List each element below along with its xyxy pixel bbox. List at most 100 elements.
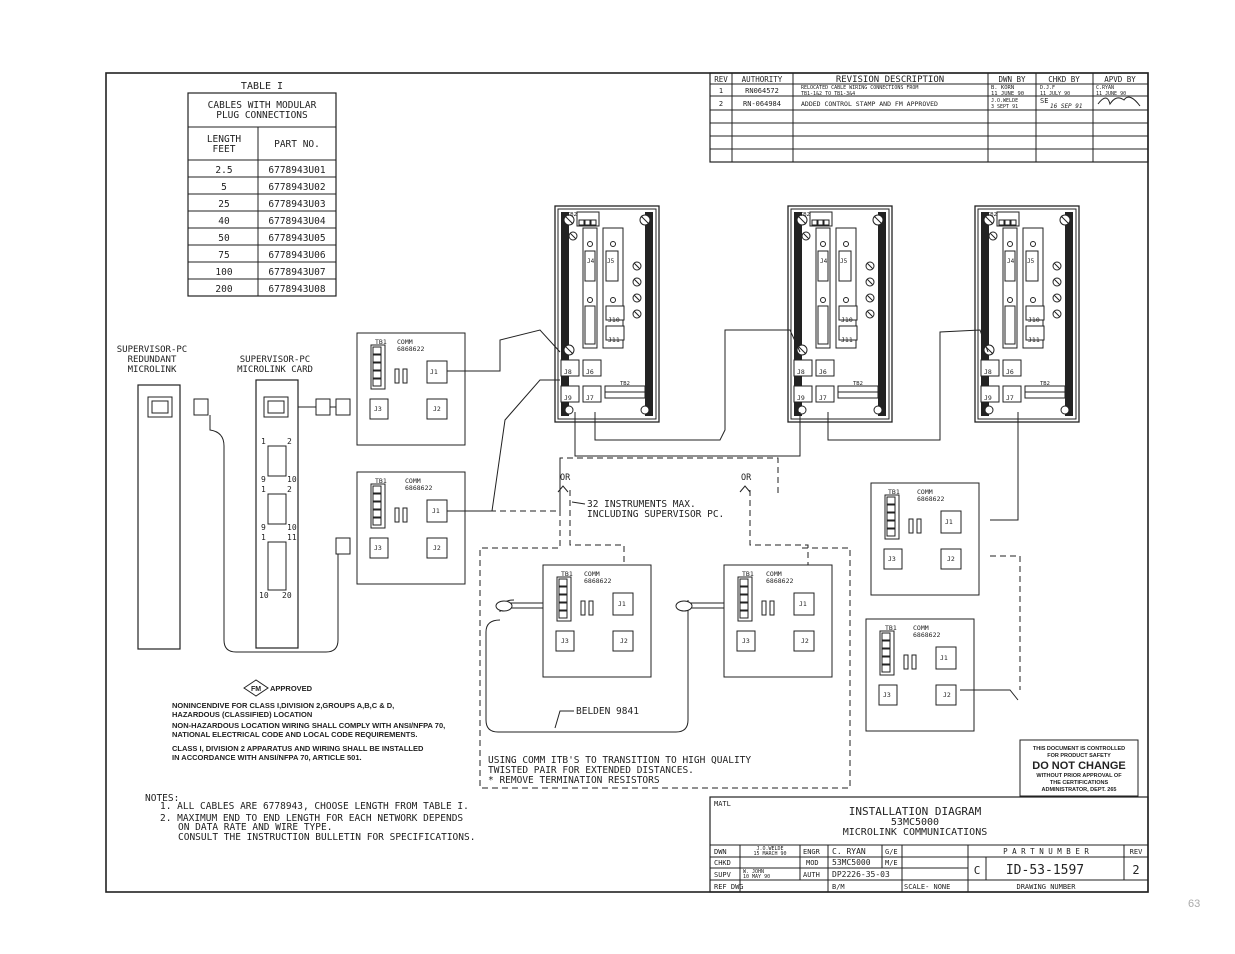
table-cell: 200 bbox=[215, 284, 232, 295]
svg-text:CONSULT THE INSTRUCTION BULLET: CONSULT THE INSTRUCTION BULLETIN FOR SPE… bbox=[178, 832, 475, 843]
svg-text:MICROLINK CARD: MICROLINK CARD bbox=[237, 365, 313, 375]
svg-text:REDUNDANT: REDUNDANT bbox=[128, 355, 177, 365]
svg-text:P A R T N U M B E R: P A R T N U M B E R bbox=[1003, 847, 1089, 856]
svg-text:J10: J10 bbox=[608, 316, 620, 324]
svg-text:APPROVED: APPROVED bbox=[270, 684, 313, 693]
svg-text:15 MARCH 90: 15 MARCH 90 bbox=[753, 851, 786, 857]
table-cell: 100 bbox=[215, 267, 232, 278]
svg-text:TB1: TB1 bbox=[885, 624, 897, 632]
leader-line bbox=[571, 501, 586, 505]
svg-text:COMM: COMM bbox=[913, 624, 929, 632]
svg-text:2: 2 bbox=[287, 485, 292, 494]
svg-text:SCALE- NONE: SCALE- NONE bbox=[904, 883, 950, 891]
svg-text:NATIONAL ELECTRICAL CODE AND L: NATIONAL ELECTRICAL CODE AND LOCAL CODE … bbox=[172, 730, 417, 739]
plug-icon bbox=[193, 398, 209, 416]
table-cell: 75 bbox=[218, 250, 229, 261]
svg-text:REF DWG: REF DWG bbox=[714, 883, 744, 891]
controller-2 bbox=[787, 205, 893, 423]
svg-text:2: 2 bbox=[287, 437, 292, 446]
table-cell: 6778943U08 bbox=[268, 284, 325, 295]
svg-text:53MC5000: 53MC5000 bbox=[891, 817, 939, 828]
rev-cell: TB1-1&2 TO TB1-3&4 bbox=[801, 91, 855, 97]
svg-text:INSTALLATION DIAGRAM: INSTALLATION DIAGRAM bbox=[849, 805, 982, 818]
rev-header: REV bbox=[714, 75, 728, 84]
svg-text:DP2226-35-03: DP2226-35-03 bbox=[832, 870, 890, 879]
svg-text:10: 10 bbox=[287, 475, 297, 484]
svg-text:1: 1 bbox=[261, 533, 266, 542]
col-part: PART NO. bbox=[274, 139, 320, 150]
svg-text:IN ACCORDANCE WITH ANSI/NFPA 7: IN ACCORDANCE WITH ANSI/NFPA 70, ARTICLE… bbox=[172, 753, 362, 762]
svg-text:HAZARDOUS (CLASSIFIED) LOCATIO: HAZARDOUS (CLASSIFIED) LOCATION bbox=[172, 710, 312, 719]
svg-text:J3: J3 bbox=[561, 637, 569, 645]
svg-text:SUPERVISOR-PC: SUPERVISOR-PC bbox=[240, 355, 310, 365]
svg-text:J1: J1 bbox=[945, 518, 953, 526]
svg-text:W. JOHN: W. JOHN bbox=[743, 869, 764, 875]
col-length-1: LENGTH bbox=[207, 134, 242, 145]
supervisor-redundant: SUPERVISOR-PC REDUNDANT MICROLINK bbox=[117, 345, 209, 650]
itb-labels: TB1 COMM 6868622 J1 J3 J2 TB1 COMM 68686… bbox=[374, 338, 955, 699]
svg-text:DRAWING NUMBER: DRAWING NUMBER bbox=[1016, 883, 1076, 891]
svg-text:TB1: TB1 bbox=[375, 477, 387, 485]
svg-text:53MC5000: 53MC5000 bbox=[832, 858, 871, 867]
table-subtitle-1: CABLES WITH MODULAR bbox=[208, 100, 317, 111]
svg-text:J5: J5 bbox=[840, 258, 848, 265]
rev-cell: C.RYAN bbox=[1096, 85, 1114, 91]
rev-cell: B. KORN bbox=[991, 85, 1014, 91]
svg-text:J2: J2 bbox=[947, 555, 955, 563]
svg-text:FM: FM bbox=[251, 686, 261, 693]
cable-table: TABLE I CABLES WITH MODULAR PLUG CONNECT… bbox=[187, 81, 337, 297]
svg-text:TB2: TB2 bbox=[620, 381, 630, 387]
svg-text:COMM: COMM bbox=[917, 488, 933, 496]
table-cell: 6778943U02 bbox=[268, 182, 325, 193]
title-block: MATL INSTALLATION DIAGRAM 53MC5000 MICRO… bbox=[709, 796, 1149, 893]
rev-cell: J.O.WELDE bbox=[991, 98, 1018, 104]
svg-text:10 MAY 90: 10 MAY 90 bbox=[743, 874, 770, 880]
svg-text:J2: J2 bbox=[433, 544, 441, 552]
svg-text:J3: J3 bbox=[374, 405, 382, 413]
svg-text:J10: J10 bbox=[1028, 316, 1040, 324]
svg-text:10: 10 bbox=[287, 523, 297, 532]
rev-cell: 1 bbox=[719, 87, 723, 95]
svg-text:9: 9 bbox=[261, 523, 266, 532]
svg-text:J3: J3 bbox=[888, 555, 896, 563]
table-cell: 25 bbox=[218, 199, 229, 210]
svg-text:J2: J2 bbox=[801, 637, 809, 645]
svg-text:J2: J2 bbox=[620, 637, 628, 645]
svg-text:MICROLINK: MICROLINK bbox=[128, 365, 177, 375]
svg-text:J1: J1 bbox=[430, 368, 438, 376]
svg-text:COMM: COMM bbox=[584, 570, 600, 578]
svg-text:MATL: MATL bbox=[714, 800, 731, 808]
svg-text:TB1: TB1 bbox=[375, 338, 387, 346]
table-cell: 6778943U05 bbox=[268, 233, 325, 244]
rev-cell: RN-064984 bbox=[743, 100, 781, 108]
svg-text:11: 11 bbox=[287, 533, 297, 542]
svg-text:9: 9 bbox=[261, 475, 266, 484]
svg-text:J1: J1 bbox=[432, 507, 440, 515]
table-subtitle-2: PLUG CONNECTIONS bbox=[216, 110, 308, 121]
svg-text:J3: J3 bbox=[742, 637, 750, 645]
controller-3 bbox=[974, 205, 1080, 423]
svg-text:REV: REV bbox=[1130, 848, 1143, 856]
supervisor-card: SUPERVISOR-PC MICROLINK CARD 1 2 9 10 1 … bbox=[237, 355, 351, 649]
svg-text:1: 1 bbox=[261, 485, 266, 494]
svg-text:NOTES:: NOTES: bbox=[145, 793, 179, 804]
svg-text:COMM: COMM bbox=[766, 570, 782, 578]
svg-text:NONINCENDIVE FOR CLASS I,DIVIS: NONINCENDIVE FOR CLASS I,DIVISION 2,GROU… bbox=[172, 701, 394, 710]
break-symbol-icon bbox=[739, 485, 751, 493]
svg-text:6868622: 6868622 bbox=[397, 345, 424, 353]
table-cell: 40 bbox=[218, 216, 230, 227]
or-label: OR bbox=[560, 473, 571, 483]
itb-note-1: USING COMM ITB'S TO TRANSITION TO HIGH Q… bbox=[488, 755, 751, 766]
svg-text:C: C bbox=[974, 864, 981, 877]
svg-text:J3: J3 bbox=[374, 544, 382, 552]
svg-text:ADMINISTRATOR, DEPT. 265: ADMINISTRATOR, DEPT. 265 bbox=[1042, 787, 1117, 793]
svg-text:TB2: TB2 bbox=[987, 212, 997, 218]
svg-text:J6: J6 bbox=[586, 368, 594, 376]
svg-text:C. RYAN: C. RYAN bbox=[832, 847, 866, 856]
svg-text:J8: J8 bbox=[564, 368, 572, 376]
svg-text:6868622: 6868622 bbox=[913, 631, 940, 639]
table-cell: 6778943U01 bbox=[268, 165, 325, 176]
table-cell: 50 bbox=[218, 233, 230, 244]
cable-ends bbox=[495, 600, 693, 612]
